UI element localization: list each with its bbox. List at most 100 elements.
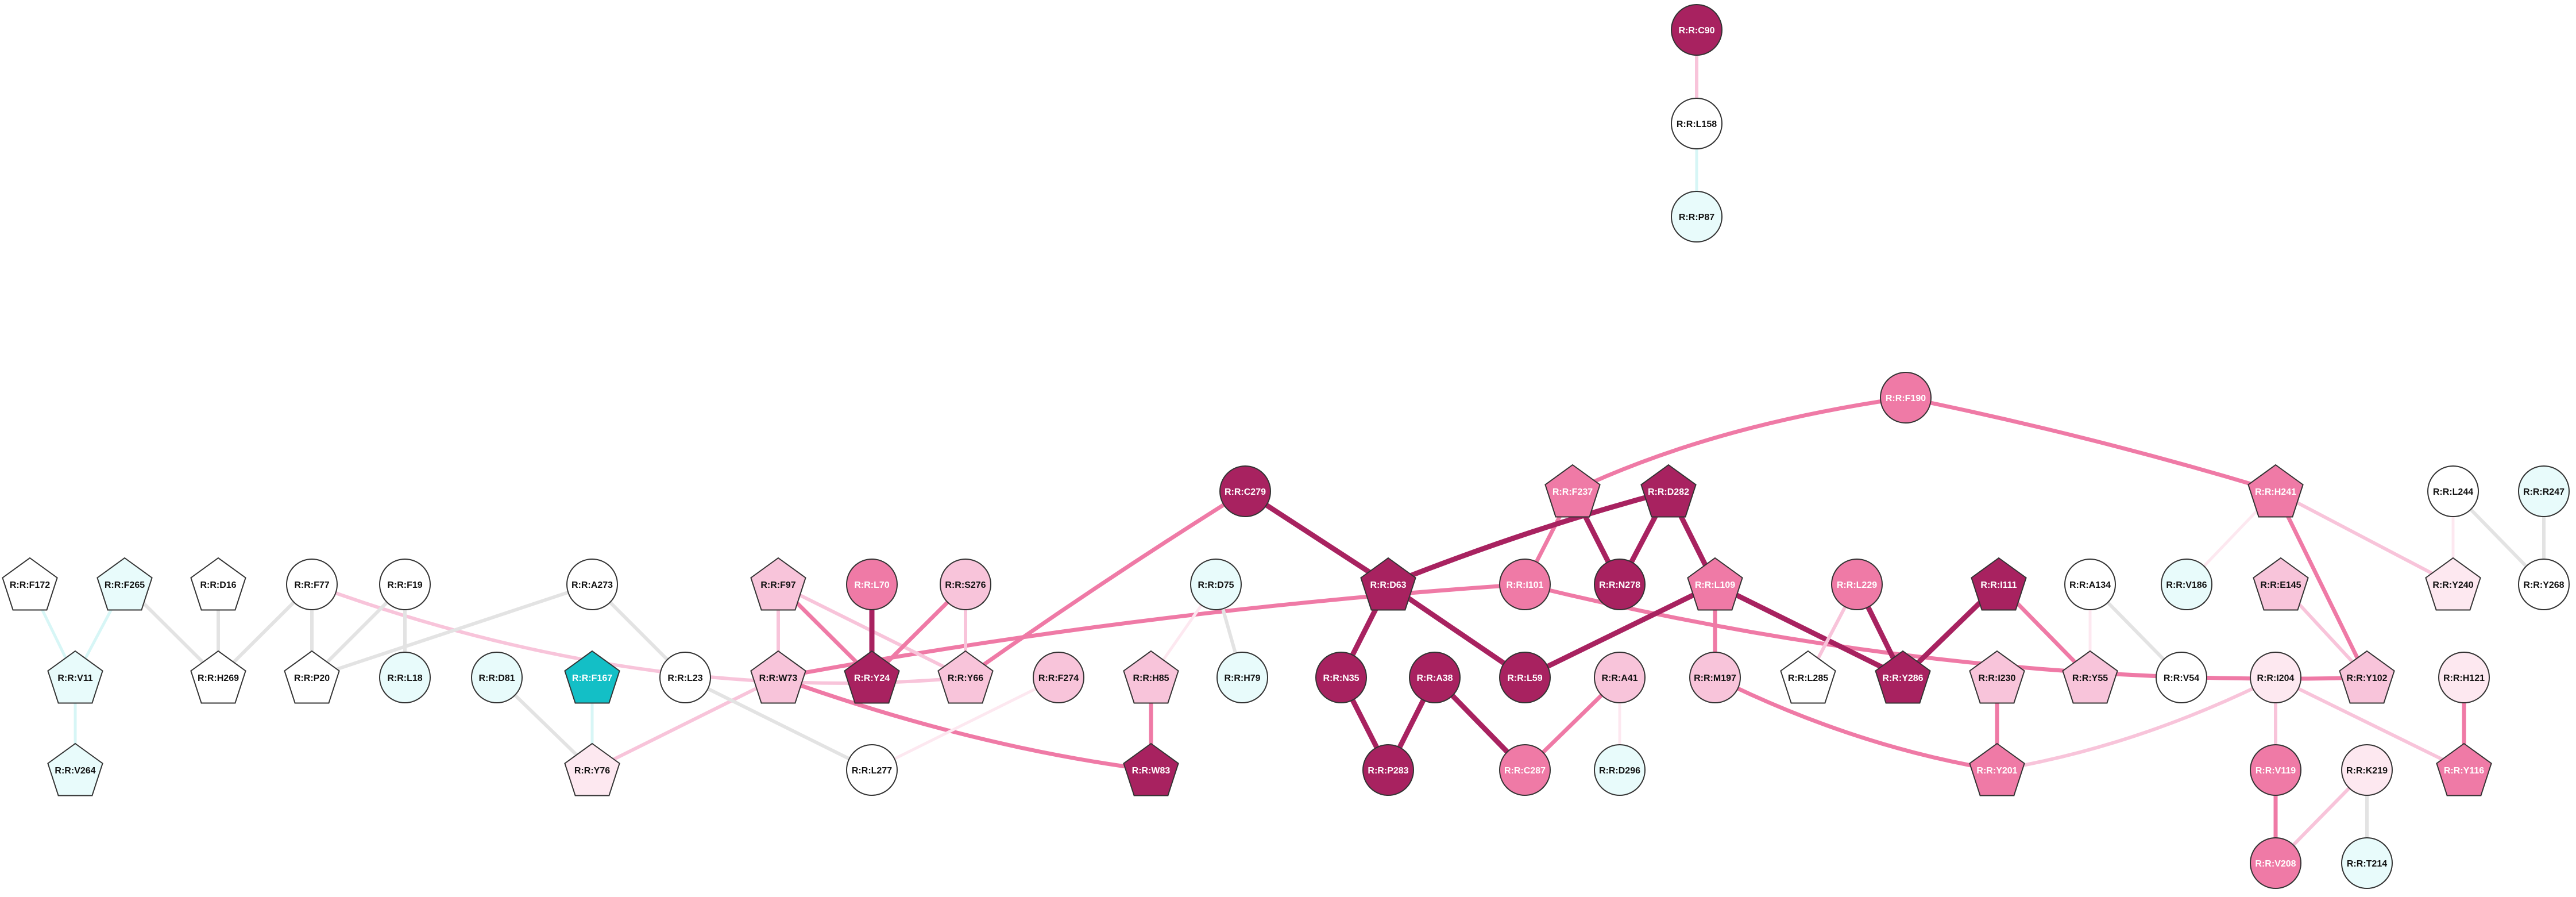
node-y24[interactable]: R:R:Y24 [844, 650, 900, 704]
node-label: R:R:Y201 [1976, 766, 2017, 776]
node-y286[interactable]: R:R:Y286 [1875, 650, 1931, 704]
node-i111[interactable]: R:R:I111 [1971, 557, 2027, 611]
node-y66[interactable]: R:R:Y66 [937, 650, 994, 704]
node-circle-shape [1033, 652, 1084, 703]
node-label: R:R:H79 [1224, 673, 1260, 683]
node-label: R:R:L158 [1677, 120, 1717, 129]
node-pentagon-shape [47, 650, 103, 704]
node-l229[interactable]: R:R:L229 [1831, 559, 1883, 610]
node-f265[interactable]: R:R:F265 [96, 557, 153, 611]
node-pentagon-shape [2339, 650, 2395, 704]
node-f19[interactable]: R:R:F19 [379, 559, 431, 610]
node-n35[interactable]: R:R:N35 [1315, 652, 1367, 703]
node-w73[interactable]: R:R:W73 [750, 650, 806, 704]
node-y268[interactable]: R:R:Y268 [2518, 559, 2570, 610]
node-h85[interactable]: R:R:H85 [1123, 650, 1179, 704]
node-l244[interactable]: R:R:L244 [2427, 465, 2479, 517]
node-d16[interactable]: R:R:D16 [190, 557, 246, 611]
node-y240[interactable]: R:R:Y240 [2425, 557, 2481, 611]
node-f172[interactable]: R:R:F172 [2, 557, 58, 611]
node-a273[interactable]: R:R:A273 [566, 559, 618, 610]
node-y201[interactable]: R:R:Y201 [1969, 742, 2025, 796]
node-l59[interactable]: R:R:L59 [1499, 652, 1551, 703]
node-t214[interactable]: R:R:T214 [2341, 837, 2393, 889]
node-v119[interactable]: R:R:V119 [2250, 744, 2301, 796]
node-f97[interactable]: R:R:F97 [750, 557, 806, 611]
node-l18[interactable]: R:R:L18 [379, 652, 431, 703]
node-label: R:R:L59 [1507, 673, 1542, 683]
node-i230[interactable]: R:R:I230 [1969, 650, 2025, 704]
node-i101[interactable]: R:R:I101 [1499, 559, 1551, 610]
node-d296[interactable]: R:R:D296 [1594, 744, 1646, 796]
edge-f190-f237 [1570, 395, 1908, 494]
node-f77[interactable]: R:R:F77 [286, 559, 338, 610]
node-a38[interactable]: R:R:A38 [1409, 652, 1461, 703]
node-l158[interactable]: R:R:L158 [1671, 98, 1723, 149]
node-l70[interactable]: R:R:L70 [846, 559, 898, 610]
node-l109[interactable]: R:R:L109 [1687, 557, 1743, 611]
node-label: R:R:H121 [2443, 673, 2485, 683]
node-pentagon-shape [96, 557, 153, 611]
node-f237[interactable]: R:R:F237 [1544, 464, 1601, 518]
node-pentagon-shape [1969, 650, 2025, 704]
node-y116[interactable]: R:R:Y116 [2436, 742, 2492, 796]
node-d63[interactable]: R:R:D63 [1360, 557, 1416, 611]
node-p283[interactable]: R:R:P283 [1362, 744, 1414, 796]
edge-l109-l59 [1522, 582, 1718, 680]
node-f167[interactable]: R:R:F167 [564, 650, 620, 704]
node-d282[interactable]: R:R:D282 [1640, 464, 1697, 518]
node-h269[interactable]: R:R:H269 [190, 650, 246, 704]
node-y102[interactable]: R:R:Y102 [2339, 650, 2395, 704]
node-pentagon-shape [1969, 742, 2025, 796]
node-circle-shape [1594, 744, 1646, 796]
node-h121[interactable]: R:R:H121 [2438, 652, 2490, 703]
node-label: R:R:L23 [667, 673, 702, 683]
node-label: R:R:P87 [1679, 213, 1714, 222]
node-label: R:R:L285 [1788, 673, 1828, 683]
node-h241[interactable]: R:R:H241 [2247, 464, 2304, 518]
node-s276[interactable]: R:R:S276 [940, 559, 991, 610]
node-circle-shape [2341, 837, 2393, 889]
node-c279[interactable]: R:R:C279 [1219, 465, 1271, 517]
node-a41[interactable]: R:R:A41 [1594, 652, 1646, 703]
node-f190[interactable]: R:R:F190 [1880, 372, 1932, 424]
node-v11[interactable]: R:R:V11 [47, 650, 103, 704]
node-p87[interactable]: R:R:P87 [1671, 191, 1723, 242]
node-y76[interactable]: R:R:Y76 [564, 742, 620, 796]
node-h79[interactable]: R:R:H79 [1216, 652, 1268, 703]
node-circle-shape [1831, 559, 1883, 610]
node-k219[interactable]: R:R:K219 [2341, 744, 2393, 796]
node-label: R:R:I101 [1507, 580, 1544, 590]
node-circle-shape [1594, 559, 1646, 610]
node-v54[interactable]: R:R:V54 [2156, 652, 2207, 703]
node-r247[interactable]: R:R:R247 [2518, 465, 2570, 517]
node-n278[interactable]: R:R:N278 [1594, 559, 1646, 610]
node-v264[interactable]: R:R:V264 [47, 742, 103, 796]
node-m197[interactable]: R:R:M197 [1689, 652, 1741, 703]
node-l277[interactable]: R:R:L277 [846, 744, 898, 796]
node-label: R:R:C287 [1504, 766, 1546, 776]
node-a134[interactable]: R:R:A134 [2064, 559, 2116, 610]
node-y55[interactable]: R:R:Y55 [2062, 650, 2118, 704]
node-l23[interactable]: R:R:L23 [659, 652, 711, 703]
node-label: R:R:H85 [1133, 673, 1169, 683]
node-w83[interactable]: R:R:W83 [1123, 742, 1179, 796]
node-c287[interactable]: R:R:C287 [1499, 744, 1551, 796]
node-v186[interactable]: R:R:V186 [2161, 559, 2212, 610]
node-p20[interactable]: R:R:P20 [284, 650, 340, 704]
node-v208[interactable]: R:R:V208 [2250, 837, 2301, 889]
node-label: R:R:H241 [2255, 487, 2296, 497]
node-f274[interactable]: R:R:F274 [1033, 652, 1084, 703]
node-label: R:R:Y66 [948, 673, 983, 683]
node-e145[interactable]: R:R:E145 [2253, 557, 2309, 611]
node-c90[interactable]: R:R:C90 [1671, 4, 1723, 56]
node-i204[interactable]: R:R:I204 [2250, 652, 2301, 703]
node-l285[interactable]: R:R:L285 [1780, 650, 1836, 704]
node-d81[interactable]: R:R:D81 [471, 652, 523, 703]
node-d75[interactable]: R:R:D75 [1190, 559, 1242, 610]
node-circle-shape [846, 559, 898, 610]
node-pentagon-shape [190, 557, 246, 611]
edge-l23-l277 [683, 676, 874, 772]
node-label: R:R:D81 [478, 673, 515, 683]
